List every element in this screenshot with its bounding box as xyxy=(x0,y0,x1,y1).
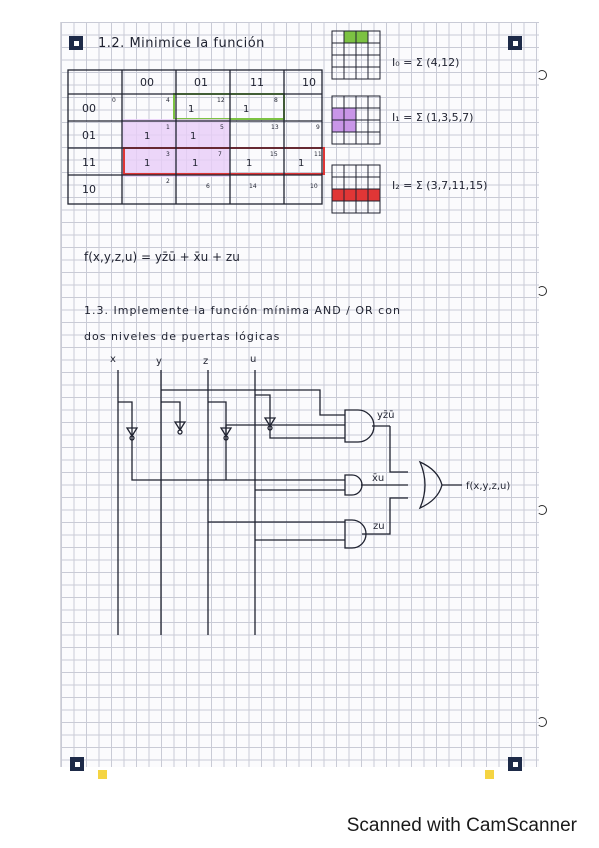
kmap-cell-index: 13 xyxy=(271,124,279,131)
section1-title: 1.2. Minimice la función xyxy=(98,36,265,51)
function-expression: f(x,y,z,u) = yz̄ū + x̄u + zu xyxy=(84,250,240,264)
kmap-cell-value: 1 xyxy=(144,131,150,142)
circuit-input-label: x xyxy=(110,354,116,365)
kmap-row-header: 00 xyxy=(82,102,96,115)
group-label-2: I₂ = Σ (3,7,11,15) xyxy=(392,179,488,192)
binder-ring-icon xyxy=(537,717,547,727)
kmap-col-header: 10 xyxy=(302,76,316,89)
kmap-cell-index: 14 xyxy=(249,183,257,190)
circuit-input-label: y xyxy=(156,356,162,367)
group-minimap-purple xyxy=(331,95,381,145)
kmap-cell-index: 4 xyxy=(166,97,170,104)
kmap-col-header: 00 xyxy=(140,76,154,89)
kmap-cell-value: 1 xyxy=(246,158,252,169)
circuit-input-label: z xyxy=(203,356,208,367)
kmap-cell-value: 1 xyxy=(298,158,304,169)
yellow-dot-right xyxy=(485,770,494,779)
kmap-row-header: 10 xyxy=(82,183,96,196)
kmap-cell-index: 7 xyxy=(218,151,222,158)
kmap-cell-value: 1 xyxy=(243,104,249,115)
kmap-cell-index: 3 xyxy=(166,151,170,158)
kmap-cell-index: 0 xyxy=(112,97,116,104)
kmap-col-header: 01 xyxy=(194,76,208,89)
corner-marker-bottom-left xyxy=(70,757,84,771)
circuit-input-label: u xyxy=(250,354,256,365)
kmap-cell-index: 10 xyxy=(310,183,318,190)
group-label-1: I₁ = Σ (1,3,5,7) xyxy=(392,111,474,124)
kmap-cell-value: 1 xyxy=(144,158,150,169)
corner-marker-top-left xyxy=(69,36,83,50)
karnaugh-map: 00 01 11 10 00 01 11 10 0 4 1 12 1 8 1 1… xyxy=(67,69,325,205)
group-minimap-green xyxy=(331,30,381,80)
kmap-cell-index: 8 xyxy=(274,97,278,104)
logic-circuit: x y z u yz̄ū x̄u zu f(x,y,z,u) xyxy=(110,354,510,635)
kmap-row-header: 01 xyxy=(82,129,96,142)
group-minimap-red xyxy=(331,164,381,214)
gate-label-and1: yz̄ū xyxy=(377,410,395,421)
yellow-dot-left xyxy=(98,770,107,779)
kmap-cell-index: 12 xyxy=(217,97,225,104)
scanner-watermark: Scanned with CamScanner xyxy=(346,815,577,836)
binder-ring-icon xyxy=(537,286,547,296)
gate-label-and3: zu xyxy=(373,521,385,532)
kmap-cell-index: 6 xyxy=(206,183,210,190)
corner-marker-bottom-right xyxy=(508,757,522,771)
kmap-cell-value: 1 xyxy=(188,104,194,115)
kmap-cell-index: 1 xyxy=(166,124,170,131)
kmap-cell-value: 1 xyxy=(192,158,198,169)
gate-label-and2: x̄u xyxy=(372,473,384,484)
kmap-cell-index: 9 xyxy=(316,124,320,131)
corner-marker-top-right xyxy=(508,36,522,50)
group-label-0: I₀ = Σ (4,12) xyxy=(392,56,460,69)
binder-ring-icon xyxy=(537,70,547,80)
section2-title-line1: 1.3. Implemente la función mínima AND / … xyxy=(84,304,401,317)
section2-title-line2: dos niveles de puertas lógicas xyxy=(84,330,281,343)
kmap-cell-index: 15 xyxy=(270,151,278,158)
kmap-cell-index: 11 xyxy=(314,151,322,158)
kmap-cell-index: 2 xyxy=(166,178,170,185)
circuit-output-label: f(x,y,z,u) xyxy=(466,481,510,492)
binder-ring-icon xyxy=(537,505,547,515)
kmap-row-header: 11 xyxy=(82,156,96,169)
kmap-cell-index: 5 xyxy=(220,124,224,131)
kmap-col-header: 11 xyxy=(250,76,264,89)
kmap-cell-value: 1 xyxy=(190,131,196,142)
